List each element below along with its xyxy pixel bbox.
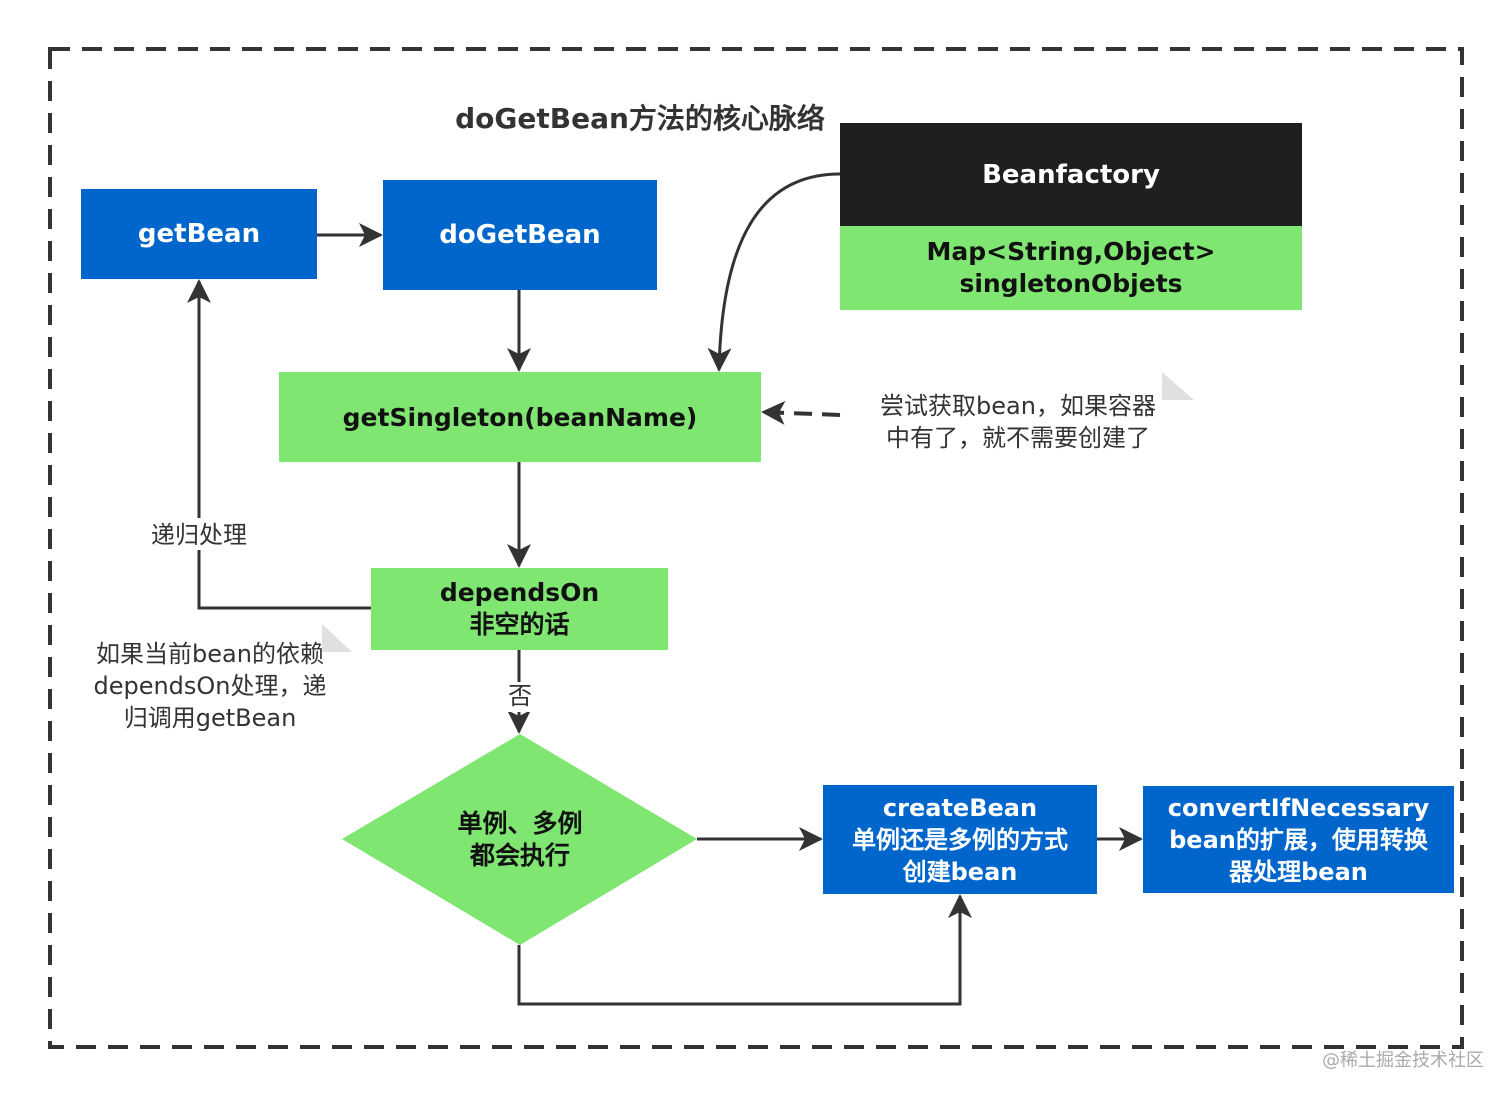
decision-diamond: [342, 734, 697, 945]
edge-note-to-getsingleton: [761, 400, 841, 425]
node-getbean-label: getBean: [137, 219, 261, 249]
node-convert-line2: bean的扩展，使用转换: [1169, 825, 1428, 854]
edge-recursion-to-getbean: [187, 279, 371, 610]
no-label: 否: [508, 682, 532, 710]
node-singleton-map-line1: Map<String,Object>: [926, 237, 1216, 266]
no-label-bg: [505, 682, 535, 712]
node-beanfactory-label: Beanfactory: [982, 159, 1160, 190]
recursion-label: 递归处理: [151, 521, 247, 549]
node-getbean: getBean: [81, 189, 317, 279]
dashed-frame: [48, 47, 1464, 1049]
note-fold-cache: [1162, 372, 1194, 400]
note-depends-line2: dependsOn处理，递: [93, 672, 327, 700]
node-createbean-line2: 单例还是多例的方式: [852, 825, 1068, 854]
note-cache-line2: 中有了，就不需要创建了: [886, 424, 1150, 452]
note-depends: 如果当前bean的依赖 dependsOn处理，递 归调用getBean: [72, 638, 348, 734]
node-createbean-line1: createBean: [882, 793, 1038, 822]
node-convert-line1: convertIfNecessary: [1167, 793, 1430, 822]
note-depends-line3: 归调用getBean: [123, 704, 297, 732]
node-dogetbean-label: doGetBean: [439, 220, 601, 250]
note-cache: 尝试获取bean，如果容器 中有了，就不需要创建了: [858, 390, 1178, 454]
node-dogetbean: doGetBean: [383, 180, 657, 290]
node-dependson-line2: 非空的话: [469, 610, 570, 639]
node-beanfactory: Beanfactory: [840, 123, 1302, 226]
recursion-label-bg: [148, 518, 252, 550]
diagram-title: doGetBean方法的核心脉络: [455, 102, 825, 135]
node-createbean-line3: 创建bean: [902, 857, 1018, 886]
node-singleton-map-line2: singletonObjets: [959, 269, 1183, 298]
node-dependson: dependsOn 非空的话: [371, 568, 668, 650]
note-depends-line1: 如果当前bean的依赖: [96, 640, 324, 668]
node-createbean: createBean 单例还是多例的方式 创建bean: [823, 785, 1097, 894]
node-singleton-map: Map<String,Object> singletonObjets: [840, 226, 1302, 310]
node-convert-line3: 器处理bean: [1229, 857, 1368, 886]
edge-decision-loop-to-createbean: [517, 894, 972, 1006]
node-getsingleton-label: getSingleton(beanName): [342, 402, 698, 432]
node-decision-label: 单例、多例 都会执行: [400, 800, 640, 880]
node-dependson-line1: dependsOn: [439, 578, 600, 607]
watermark: @稀土掘金技术社区: [1322, 1050, 1484, 1071]
node-decision-line1: 单例、多例: [457, 809, 583, 838]
edge-beanfactory-to-getsingleton: [707, 172, 841, 372]
node-getsingleton: getSingleton(beanName): [279, 372, 761, 462]
node-convert: convertIfNecessary bean的扩展，使用转换 器处理bean: [1143, 786, 1454, 893]
note-fold-depends: [322, 624, 352, 652]
note-cache-line1: 尝试获取bean，如果容器: [880, 392, 1156, 420]
node-decision-line2: 都会执行: [469, 841, 570, 870]
